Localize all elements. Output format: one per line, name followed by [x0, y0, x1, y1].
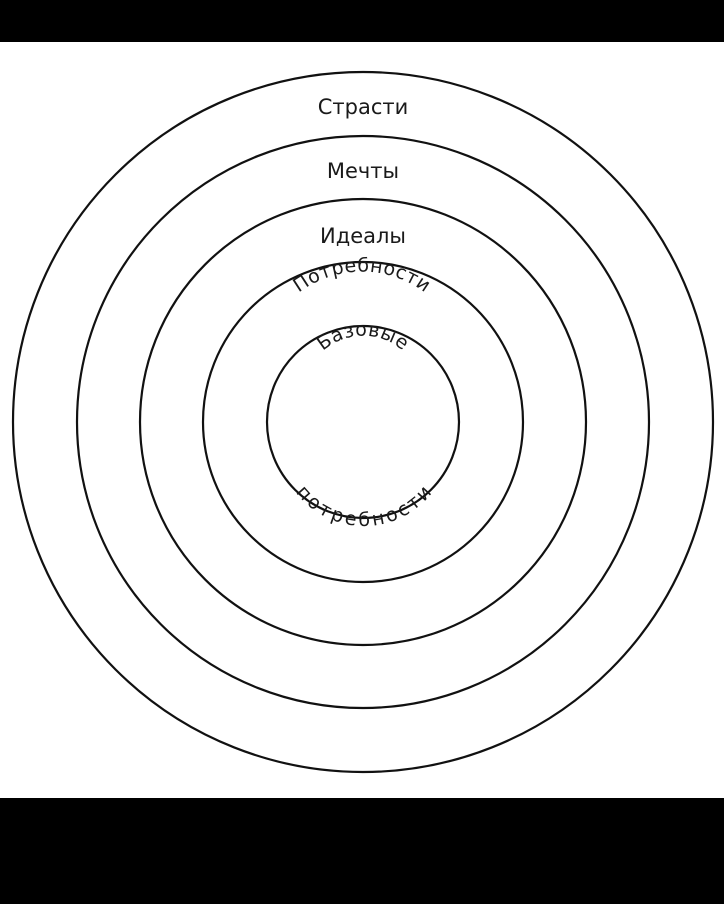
label-idealy: Идеалы	[320, 224, 406, 248]
ring-strasti	[11, 70, 715, 774]
label-strasti: Страсти	[318, 95, 409, 119]
ring-bazovye-potrebnosti	[265, 324, 461, 520]
ring-idealy	[138, 197, 588, 647]
ring-potrebnosti	[201, 260, 525, 584]
diagram-panel	[0, 42, 724, 798]
label-mechty: Мечты	[327, 159, 399, 183]
ring-mechty	[75, 134, 651, 710]
